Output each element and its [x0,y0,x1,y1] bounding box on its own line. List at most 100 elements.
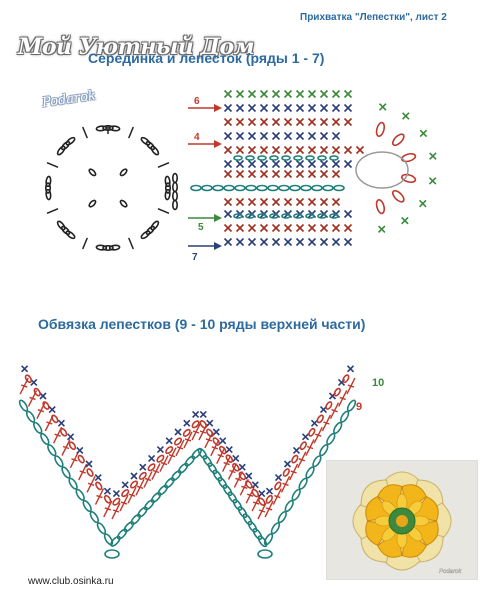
chain-stitch [278,184,290,192]
single-crochet-stitch [331,131,341,141]
single-crochet-stitch [94,474,102,482]
row-5-arrow: 5 [188,214,222,233]
chain-stitch [184,455,196,467]
double-crochet-stitch [111,502,121,520]
picot-stitch [24,374,33,384]
chain-stitch [65,136,76,146]
single-crochet-stitch [183,419,191,427]
double-crochet-stitch [297,451,307,469]
chain-stitch [326,432,336,446]
single-crochet-stitch [295,131,305,141]
single-crochet-stitch [419,129,428,138]
chain-stitch [232,498,243,511]
tall-stitch [82,126,88,139]
petal-stitch-grid [223,89,437,247]
double-crochet-stitch [159,455,169,472]
double-crochet-stitch [119,494,129,512]
row-10-label: 10 [372,377,384,389]
picot-stitch [225,454,234,463]
single-crochet-stitch [283,145,293,155]
chain-stitch [281,155,291,161]
single-crochet-stitch [274,474,283,482]
single-crochet-stitch [307,145,317,155]
single-crochet-stitch [223,237,233,247]
chain-stitch [108,125,121,132]
single-crochet-stitch [121,481,129,489]
single-crochet-stitch [331,117,341,127]
single-crochet-stitch [307,117,317,127]
single-crochet-stitch [247,223,257,233]
single-crochet-stitch [343,145,353,155]
tall-stitch [46,162,59,168]
picot-stitch [138,471,147,480]
single-crochet-stitch [271,197,281,207]
single-crochet-stitch [307,197,317,207]
single-crochet-stitch [307,237,317,247]
picot-stitch [103,494,112,504]
single-crochet-stitch [295,237,305,247]
chain-stitch [140,136,151,146]
single-crochet-stitch [295,103,305,113]
row-5-label: 5 [198,222,204,233]
chain-stitch [252,528,263,540]
single-crochet-stitch [292,446,301,454]
chain-stitch [293,213,303,219]
single-crochet-stitch [343,223,353,233]
picot-stitch [265,494,273,504]
double-crochet-stitch [251,494,261,512]
inner-chain-stitch [88,199,97,208]
single-crochet-stitch [319,89,329,99]
single-crochet-stitch [235,89,245,99]
picot-stitch [77,454,85,464]
chain-stitch [25,410,36,423]
bottom-tip-loop [257,549,273,559]
single-crochet-stitch [223,169,233,179]
single-crochet-stitch [283,237,293,247]
single-crochet-stitch [148,454,156,462]
single-crochet-stitch [343,103,353,113]
chain-stitch [145,140,156,151]
single-crochet-stitch [429,152,437,160]
single-crochet-stitch [235,145,245,155]
chain-stitch [267,184,279,192]
chain-stitch [45,175,52,188]
single-crochet-stitch [307,89,317,99]
tip-tall-stitch [391,189,405,203]
chain-stitch [157,484,169,496]
chain-stitch [233,155,243,161]
chain-stitch [123,521,135,533]
petal-tip-loop [355,151,409,189]
double-crochet-stitch [210,439,220,457]
chain-stitch [82,499,92,513]
double-crochet-stitch [216,447,226,465]
single-crochet-stitch [206,419,214,427]
chain-stitch [177,462,189,474]
picot-stitch [291,454,299,464]
chain-stitch [289,184,301,192]
single-crochet-stitch [307,169,317,179]
row-4-arrow: 4 [188,132,222,148]
single-crochet-stitch [331,237,341,247]
chain-stitch [40,432,50,446]
picot-stitch [342,374,350,384]
single-crochet-stitch [85,460,93,468]
single-crochet-stitch [295,169,305,179]
picot-stitch [238,471,247,481]
single-crochet-stitch [377,225,386,234]
chain-stitch [95,125,108,132]
single-crochet-stitch [259,169,269,179]
double-crochet-stitch [135,478,145,496]
single-crochet-stitch [283,89,293,99]
double-crochet-stitch [321,414,332,432]
chain-stitch [222,484,233,497]
single-crochet-stitch [346,365,355,373]
tip-tall-stitch [400,173,417,184]
picot-stitch [182,428,191,437]
chain-stitch [202,455,213,467]
chain-stitch [263,533,274,546]
picot-stitch [333,387,341,397]
double-crochet-stitch [329,402,340,420]
chain-stitch [305,155,315,161]
single-crochet-stitch [271,159,281,169]
single-crochet-stitch [223,117,233,127]
